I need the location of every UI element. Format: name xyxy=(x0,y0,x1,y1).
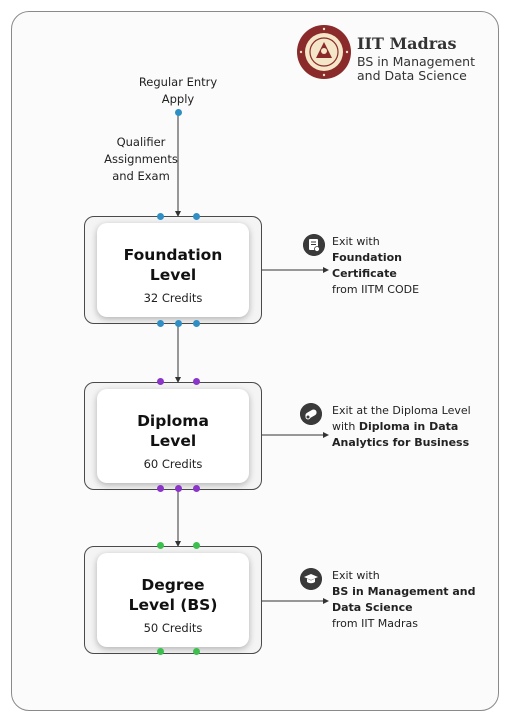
foundation-exit-bold: Foundation xyxy=(332,251,403,264)
diploma-level-title: Diploma Level xyxy=(137,412,209,450)
foundation-exit-line: Exit with xyxy=(332,235,380,248)
diploma-level-card[interactable]: Diploma Level 60 Credits xyxy=(84,382,262,490)
degree-exit-text: Exit with BS in Management and Data Scie… xyxy=(332,568,476,632)
degree-level-credits: 50 Credits xyxy=(143,621,203,635)
degree-exit-line: from IIT Madras xyxy=(332,617,419,630)
degree-level-title: Degree Level (BS) xyxy=(128,576,218,614)
foundation-exit-text: Exit with Foundation Certificate from II… xyxy=(332,234,419,298)
diploma-scroll-icon xyxy=(300,403,322,425)
diploma-exit-bold: Diploma in Data xyxy=(358,420,459,433)
diploma-exit-text: Exit at the Diploma Level with Diploma i… xyxy=(332,403,471,451)
qualifier-label: Qualifier Assignments and Exam xyxy=(104,135,178,183)
diploma-top-dot xyxy=(193,378,200,385)
iitm-seal-logo xyxy=(297,25,351,79)
entry-label: Regular Entry Apply xyxy=(138,75,218,106)
degree-level-card[interactable]: Degree Level (BS) 50 Credits xyxy=(84,546,262,654)
degree-bottom-dot xyxy=(157,648,164,655)
graduation-cap-icon xyxy=(300,568,322,590)
degree-top-dot xyxy=(157,542,164,549)
diploma-exit-bold: Analytics for Business xyxy=(332,436,470,449)
diploma-exit-line: with xyxy=(332,420,359,433)
foundation-bottom-dot xyxy=(157,320,164,327)
foundation-exit-line: from IITM CODE xyxy=(332,283,420,296)
foundation-exit-bold: Certificate xyxy=(332,267,397,280)
foundation-top-dot xyxy=(157,213,164,220)
degree-exit-bold: BS in Management and xyxy=(332,585,476,598)
foundation-top-dot xyxy=(193,213,200,220)
diploma-level-panel: Diploma Level 60 Credits xyxy=(97,389,249,483)
diploma-top-dot xyxy=(157,378,164,385)
institute-name: IIT Madras xyxy=(357,34,457,53)
degree-bottom-dot xyxy=(193,648,200,655)
diploma-bottom-dot xyxy=(193,485,200,492)
diploma-bottom-dot xyxy=(157,485,164,492)
entry-dot xyxy=(175,109,182,116)
foundation-level-panel: Foundation Level 32 Credits xyxy=(97,223,249,317)
degree-level-panel: Degree Level (BS) 50 Credits xyxy=(97,553,249,647)
foundation-level-credits: 32 Credits xyxy=(143,291,203,305)
diploma-bottom-dot xyxy=(175,485,182,492)
foundation-bottom-dot xyxy=(193,320,200,327)
diploma-exit-line: Exit at the Diploma Level xyxy=(332,404,471,417)
certificate-icon xyxy=(303,234,325,256)
foundation-level-title: Foundation Level xyxy=(123,246,223,284)
degree-top-dot xyxy=(193,542,200,549)
foundation-bottom-dot xyxy=(175,320,182,327)
diploma-level-credits: 60 Credits xyxy=(143,457,203,471)
foundation-level-card[interactable]: Foundation Level 32 Credits xyxy=(84,216,262,324)
program-name: BS in Management and Data Science xyxy=(357,54,475,83)
degree-exit-bold: Data Science xyxy=(332,601,413,614)
degree-exit-line: Exit with xyxy=(332,569,380,582)
